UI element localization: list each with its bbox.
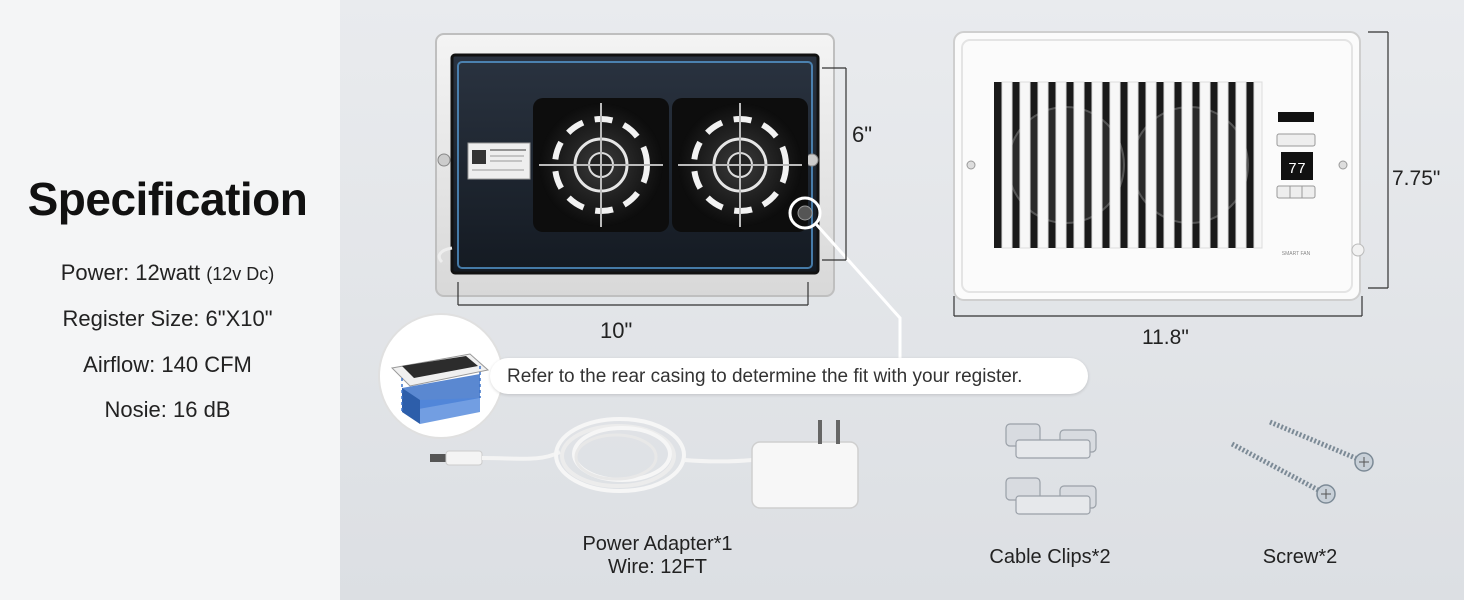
power-adapter-wire-length: Wire: 12FT [608, 556, 707, 578]
fit-callout: Refer to the rear casing to determine th… [490, 358, 1088, 394]
callout-leader-line [814, 223, 902, 362]
rear-fan-right [672, 98, 808, 232]
front-brand-mark: SMART FAN [1282, 251, 1311, 257]
fan-control-panel [1276, 112, 1316, 199]
spec-power-value: Power: 12watt [60, 260, 201, 285]
rear-dimension-lines [457, 67, 847, 306]
spec-power: Power: 12watt (12v Dc) [0, 260, 335, 286]
specification-title: Specification [27, 173, 308, 225]
power-adapter-label: Power Adapter*1 Wire: 12FT [545, 533, 770, 579]
rear-height-label: 6" [852, 122, 873, 147]
screws-label: Screw*2 [1262, 546, 1338, 568]
cable-clips-label: Cable Clips*2 [989, 546, 1111, 568]
front-view-fan-unit [953, 31, 1365, 301]
spec-register-size: Register Size: 6"X10" [62, 306, 273, 331]
front-dimension-lines [953, 31, 1389, 317]
product-label-sticker [467, 142, 531, 180]
front-grille-slats [1001, 81, 1263, 249]
specification-panel [0, 0, 340, 600]
register-fit-icon [378, 313, 504, 439]
fan-display-temperature: 77 [1288, 161, 1306, 178]
front-height-label: 7.75" [1392, 167, 1441, 190]
screws-illustration [1230, 419, 1374, 504]
fit-callout-text: Refer to the rear casing to determine th… [507, 366, 1023, 387]
front-width-label: 11.8" [1142, 326, 1189, 349]
spec-airflow: Airflow: 140 CFM [83, 352, 252, 377]
rear-fan-left [533, 98, 669, 232]
rear-width-label: 10" [600, 318, 633, 343]
spec-power-note: (12v Dc) [206, 264, 275, 284]
power-adapter-quantity: Power Adapter*1 [582, 533, 733, 555]
cable-clips-illustration [1005, 423, 1097, 515]
power-adapter-illustration [430, 417, 859, 509]
rear-view-fan-unit [435, 33, 835, 297]
spec-noise: Nosie: 16 dB [104, 397, 231, 422]
